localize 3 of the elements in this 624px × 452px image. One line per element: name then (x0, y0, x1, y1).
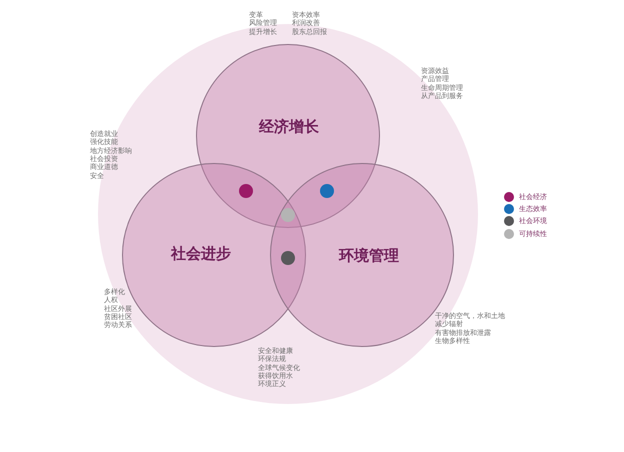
circle-title: 社会进步 (171, 246, 231, 262)
circle-title: 环境管理 (339, 248, 399, 264)
circle-title: 经济增长 (259, 118, 319, 136)
